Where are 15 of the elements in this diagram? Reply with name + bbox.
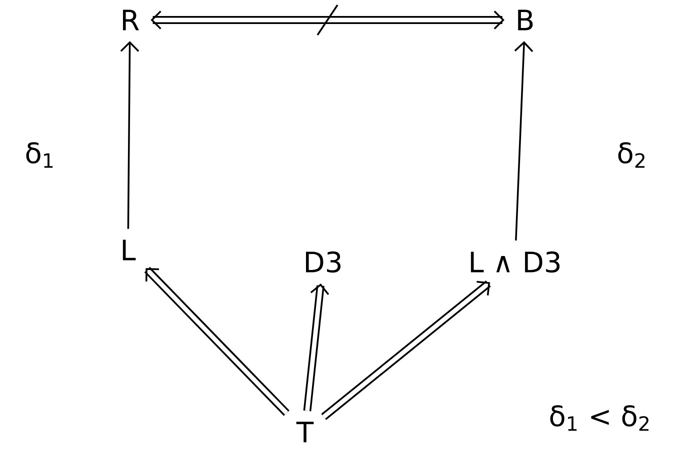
node-label: L ∧ D3 — [470, 251, 560, 273]
arrow — [144, 266, 290, 416]
node-label: R — [123, 10, 139, 30]
math-label: δ$_{1}$ — [26, 142, 53, 168]
arrow — [321, 280, 491, 420]
node-label: B — [518, 10, 533, 30]
arrow — [120, 41, 140, 229]
math-label: δ$_{1}$ < δ$_{2}$ — [550, 405, 648, 431]
math-label: δ$_{2}$ — [618, 142, 644, 168]
node-label: L — [122, 240, 136, 260]
node-label: T — [296, 422, 314, 442]
arrow — [514, 41, 534, 241]
arrow — [303, 284, 330, 412]
node-label: D3 — [306, 251, 341, 273]
arrow — [150, 4, 504, 36]
